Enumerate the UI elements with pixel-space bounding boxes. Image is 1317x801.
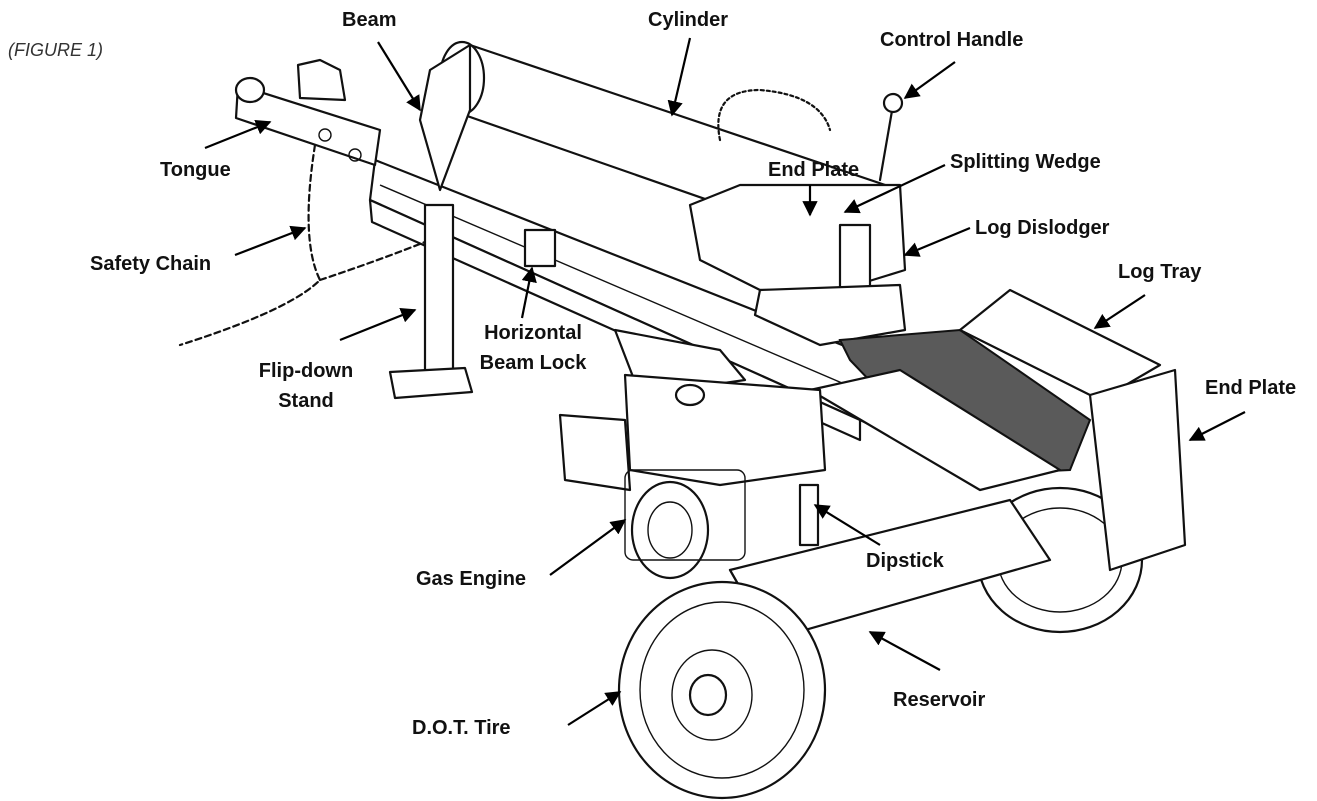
flip-down-stand-part: [388, 203, 474, 400]
label-log-tray: Log Tray: [1118, 261, 1202, 283]
arrow-dot-tire: [567, 691, 622, 726]
log-tray-part: [808, 288, 1162, 492]
beam-lock-part: [523, 228, 557, 268]
arrow-end-plate-right: [1188, 411, 1246, 441]
label-flip-down-stand-line2: Stand: [278, 390, 334, 412]
label-gas-engine: Gas Engine: [416, 568, 527, 590]
arrow-log-tray: [1093, 294, 1146, 329]
arrow-dipstick: [813, 504, 881, 546]
arrow-safety-chain: [234, 225, 307, 257]
label-flip-down-stand-line1: Flip-down: [258, 360, 354, 382]
arrow-control-handle: [903, 61, 956, 99]
label-reservoir: Reservoir: [893, 689, 986, 711]
label-log-dislodger: Log Dislodger: [975, 217, 1110, 239]
label-tongue: Tongue: [160, 159, 231, 181]
arrow-splitting-wedge: [843, 164, 946, 214]
arrow-log-dislodger: [903, 226, 971, 257]
arrow-tongue: [204, 119, 272, 150]
end-plate-right-part: [1088, 368, 1187, 572]
front-tire: [617, 580, 827, 800]
label-cylinder: Cylinder: [648, 9, 729, 31]
arrow-beam: [377, 41, 421, 112]
arrow-gas-engine: [549, 519, 627, 576]
label-control-handle: Control Handle: [880, 29, 1024, 51]
figure-caption: (FIGURE 1): [8, 40, 104, 60]
arrow-flip-down-stand: [339, 307, 417, 342]
label-horizontal-beam-lock-line1: Horizontal: [484, 322, 582, 344]
label-end-plate-right: End Plate: [1205, 377, 1297, 399]
label-splitting-wedge: Splitting Wedge: [950, 151, 1101, 173]
label-beam: Beam: [342, 9, 397, 31]
arrow-cylinder: [667, 37, 692, 117]
label-flip-down-stand: Flip-down Stand: [244, 356, 368, 416]
tongue-part: [234, 58, 382, 167]
label-safety-chain: Safety Chain: [90, 253, 212, 275]
label-end-plate-top: End Plate: [768, 159, 860, 181]
label-dipstick: Dipstick: [866, 550, 944, 572]
label-horizontal-beam-lock-line2: Beam Lock: [479, 352, 587, 374]
gas-engine-part: [558, 328, 827, 580]
label-horizontal-beam-lock: Horizontal Beam Lock: [468, 318, 598, 378]
hydraulic-hose: [717, 88, 832, 142]
safety-chain-part: [178, 143, 432, 347]
control-handle-part: [878, 92, 904, 182]
leader-arrows: [204, 37, 1246, 726]
label-dot-tire: D.O.T. Tire: [412, 717, 511, 739]
arrow-horizontal-beam-lock: [520, 266, 537, 319]
arrow-reservoir: [868, 631, 941, 671]
